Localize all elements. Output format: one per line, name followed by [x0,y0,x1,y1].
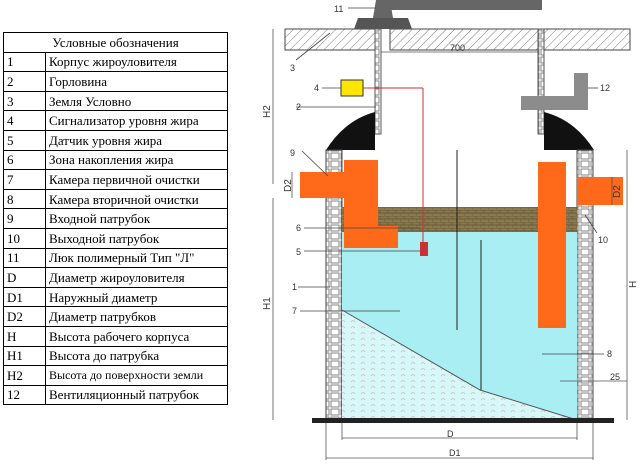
leader-lines [295,7,604,355]
neck-walls [374,28,545,135]
outlet-pipe [538,162,623,328]
label-D1: D1 [449,448,461,458]
dimension-lines [272,29,628,460]
label-2: 2 [296,102,301,112]
label-11: 11 [334,4,343,14]
label-5: 5 [296,247,301,257]
legend-description: Корпус жироуловителя [45,51,228,73]
label-7: 7 [292,306,297,316]
manhole-lid [354,0,542,29]
legend-description: Вентиляционный патрубок [45,384,228,406]
vent-pipe [521,73,588,110]
tank-dome [326,112,594,150]
label-4: 4 [314,83,319,93]
label-D2-inlet: D2 [283,179,294,192]
legend-description: Высота рабочего корпуса [45,325,228,347]
label-H1: H1 [262,297,273,310]
label-6: 6 [296,223,301,233]
ground-slab [284,28,631,51]
label-H2: H2 [262,105,273,118]
legend-description: Зона накопления жира [45,149,228,171]
label-700: 700 [450,43,465,53]
label-10: 10 [598,235,608,245]
label-1: 1 [292,282,297,292]
label-12: 12 [600,83,610,93]
partitions [456,150,482,390]
label-3: 3 [290,63,295,73]
alarm-device [340,79,364,97]
legend-description: Люк полимерный Тип "Л" [45,247,228,269]
label-9: 9 [290,148,295,158]
legend-description: Диаметр жироуловителя [45,267,228,288]
label-25: 25 [610,372,620,382]
legend-description: Сигнализатор уровня жира [45,110,228,131]
inlet-pipe [300,160,398,248]
legend-symbol: H2 [3,365,46,386]
legend-description: Высота до патрубка [45,345,228,367]
sensor-device [420,242,428,256]
tank-walls [325,149,594,421]
label-D: D [447,429,454,439]
label-H: H [628,281,639,288]
tank-base [312,418,614,423]
label-8: 8 [607,349,612,359]
label-D2-outlet: D2 [612,185,623,198]
legend-description: Камера первичной очистки [45,169,228,190]
